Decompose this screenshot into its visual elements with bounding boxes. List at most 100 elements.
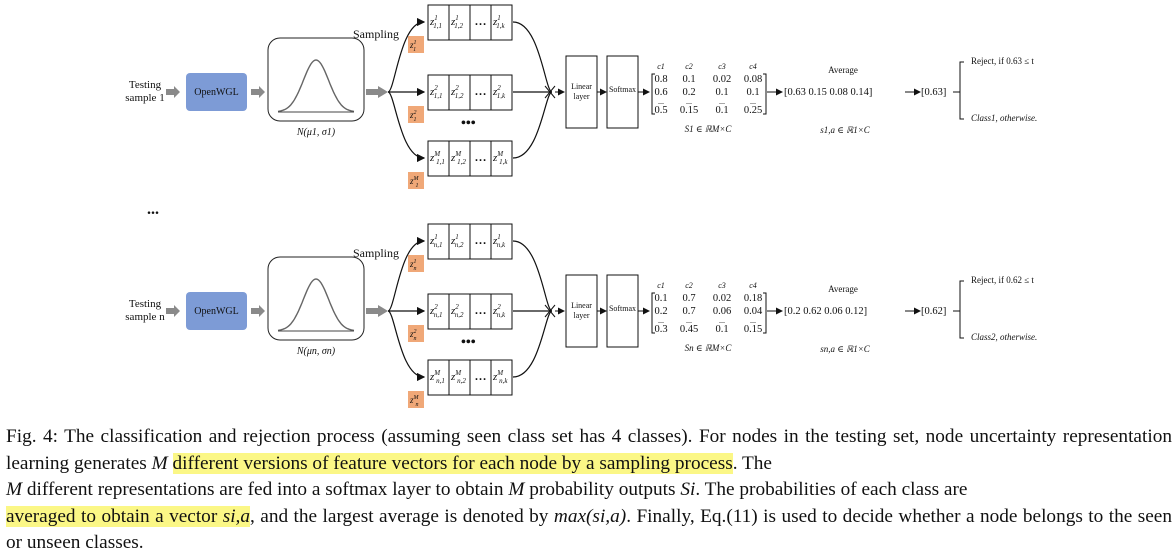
vector-cell-ellipsis: … (475, 303, 487, 317)
vector-cell (490, 4, 513, 41)
branch-arrow (387, 236, 426, 312)
softmax-label: Softmax (609, 304, 636, 313)
max-value: [0.62] (921, 306, 946, 317)
matrix-cell: 0.7 (682, 306, 695, 317)
matrix-ellipsis: ... (719, 316, 725, 325)
branch-arrow (387, 91, 426, 163)
class-header: c3 (718, 281, 726, 290)
caption-part: . Finally, Eq.(11) is used to decide whe… (6, 505, 1172, 554)
class-header: c2 (685, 281, 693, 290)
merge-curve (512, 91, 553, 159)
caption-math: M (508, 479, 525, 501)
max-value: [0.63] (921, 87, 946, 98)
matrix-cell: 0.2 (654, 306, 667, 317)
matrix-cell: 0.15 (680, 105, 698, 116)
encoder-label: OpenWGL (194, 87, 238, 98)
gaussian-curve (277, 278, 355, 332)
average-label: Average (828, 65, 858, 75)
softmax-box (606, 55, 639, 129)
caption-part: probability outputs (524, 479, 681, 501)
matrix-cell: 0.5 (654, 105, 667, 116)
matrix-cell: 0.8 (654, 74, 667, 85)
matrix-ellipsis: ... (750, 316, 756, 325)
caption-part: different representations are fed into a… (22, 479, 509, 501)
matrix-cell: 0.45 (680, 324, 698, 335)
softmax-label: Softmax (609, 85, 636, 94)
matrix-bracket (763, 292, 767, 334)
linear-layer-label: layer (574, 311, 590, 320)
class-header: c1 (657, 62, 665, 71)
encoder-box (186, 73, 247, 111)
class-header: c2 (685, 62, 693, 71)
matrix-cell: 0.08 (744, 74, 762, 85)
testing-label: Testing (129, 298, 162, 310)
caption-highlight: different versions of feature vectors fo… (172, 452, 733, 474)
matrix-cell: 0.6 (654, 87, 667, 98)
matrix-cell: 0.15 (744, 324, 762, 335)
caption-part: . The probabilities of each class are (695, 479, 968, 501)
matrix-cell: 0.1 (715, 105, 728, 116)
gray-arrow (166, 305, 180, 317)
matrix-bracket (651, 292, 655, 334)
matrix-cell: 0.3 (654, 324, 667, 335)
matrix-ellipsis: ... (686, 316, 692, 325)
caption-part: Fig. 4: The classification and rejection… (6, 426, 1172, 474)
matrix-ellipsis: ... (750, 97, 756, 106)
matrix-caption: S1 ∈ ℝM×C (685, 124, 733, 134)
vector-cell-ellipsis: … (475, 233, 487, 247)
matrix-bracket (763, 73, 767, 115)
caption-part: , and the largest average is denoted by (250, 505, 554, 527)
distribution-label: N(μ1, σ1) (296, 127, 336, 138)
caption-math: si,a (222, 505, 251, 527)
vector-cell (490, 293, 513, 330)
caption-part: averaged to obtain a vector (6, 505, 223, 527)
distribution-box (267, 256, 365, 341)
figure-caption: Fig. 4: The classification and rejection… (6, 424, 1172, 557)
sample-badge (408, 172, 424, 189)
matrix-cell: 0.1 (715, 87, 728, 98)
testing-label: Testing (129, 79, 162, 91)
vector-cell (490, 359, 513, 396)
testing-label: sample n (125, 311, 165, 323)
encoder-label: OpenWGL (194, 306, 238, 317)
gray-arrow (251, 86, 265, 98)
matrix-cell: 0.06 (713, 306, 731, 317)
average-caption: s1,a ∈ ℝ1×C (820, 125, 871, 135)
sample-badge (408, 325, 424, 342)
merge-curve (512, 240, 553, 312)
matrix-ellipsis: ... (719, 97, 725, 106)
caption-math: max(si,a) (553, 505, 627, 527)
matrix-cell: 0.25 (744, 105, 762, 116)
matrix-cell: 0.02 (713, 74, 731, 85)
average-label: Average (828, 284, 858, 294)
branch-arrow (387, 310, 426, 382)
vector-cell (490, 223, 513, 260)
class-header: c3 (718, 62, 726, 71)
matrix-cell: 0.7 (682, 293, 695, 304)
linear-layer-label: layer (574, 92, 590, 101)
merge-cross (544, 304, 556, 318)
reject-rule: Reject, if 0.63 ≤ t (971, 56, 1034, 66)
